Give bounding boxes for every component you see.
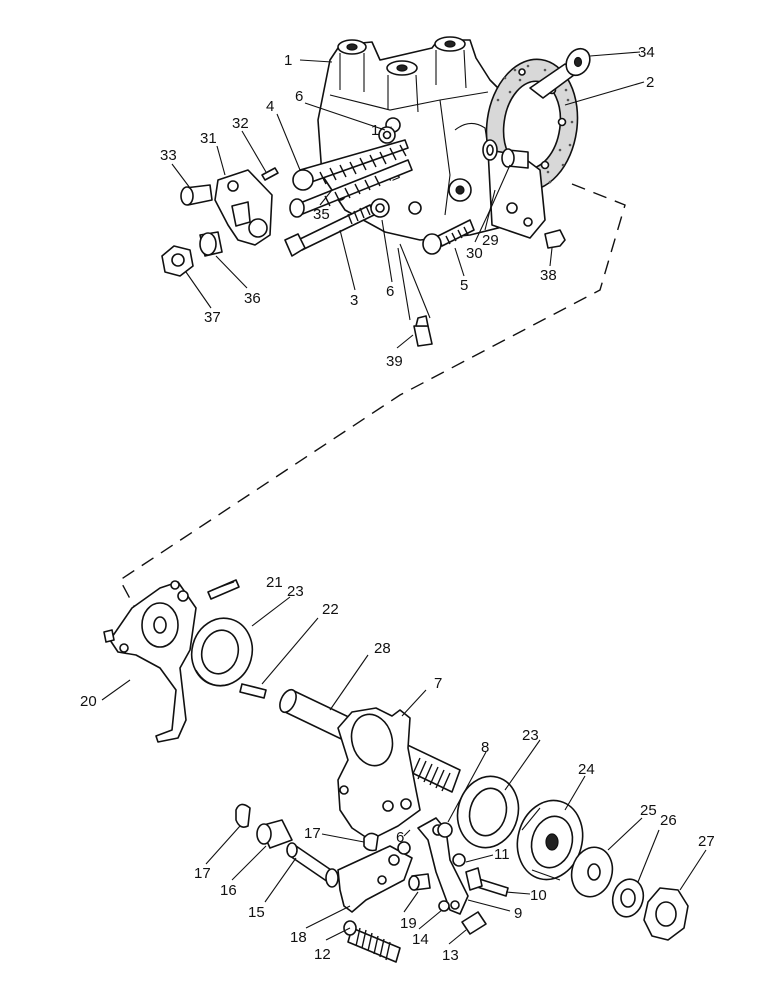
- callout-6: 6: [396, 829, 404, 846]
- lever-31: [214, 169, 273, 246]
- callout-6: 6: [295, 88, 303, 105]
- callout-16: 16: [220, 882, 237, 899]
- washer-14: [438, 900, 450, 912]
- callout-36: 36: [244, 290, 261, 307]
- callout-29: 29: [482, 232, 499, 249]
- bolt-10: [465, 867, 509, 897]
- callout-28: 28: [374, 640, 391, 657]
- callout-17: 17: [304, 825, 321, 842]
- callout-23: 23: [522, 727, 539, 744]
- clip-17: [235, 803, 251, 828]
- callout-25: 25: [640, 802, 657, 819]
- callout-11: 11: [494, 846, 510, 863]
- flange-hole: [506, 202, 518, 214]
- callout-34: 34: [638, 44, 655, 61]
- washer-8: [437, 822, 453, 838]
- callout-30: 30: [466, 245, 483, 262]
- callout-18: 18: [290, 929, 307, 946]
- bolt-13: [461, 911, 487, 935]
- upper-leaders: [171, 51, 645, 349]
- washer-25: [570, 846, 614, 898]
- callout-12: 12: [314, 946, 331, 963]
- spacer-36: [199, 231, 223, 257]
- callout-9: 9: [514, 905, 522, 922]
- bolt-5: [422, 219, 475, 255]
- rod-4: [289, 159, 413, 218]
- bearing-24: [516, 799, 584, 881]
- callout-4: 4: [266, 98, 274, 115]
- washer-11: [452, 853, 466, 867]
- callout-2: 2: [646, 74, 654, 91]
- pin-21: [207, 579, 240, 600]
- callout-23: 23: [287, 583, 304, 600]
- callout-8: 8: [481, 739, 489, 756]
- callout-17: 17: [194, 865, 211, 882]
- callout-26: 26: [660, 812, 677, 829]
- pin-19: [408, 873, 431, 891]
- callout-21: 21: [266, 574, 283, 591]
- spring-12: [343, 920, 401, 963]
- clip-17: [363, 832, 379, 852]
- pin-33: [180, 184, 213, 206]
- bolt-3: [284, 204, 375, 257]
- callout-10: 10: [530, 887, 547, 904]
- grease-fitting-39: [413, 315, 433, 347]
- callout-37: 37: [204, 309, 221, 326]
- callout-3: 3: [350, 292, 358, 309]
- callout-39: 39: [386, 353, 403, 370]
- callout-14: 14: [412, 931, 429, 948]
- pin-32: [261, 167, 279, 181]
- callout-35: 35: [313, 206, 330, 223]
- pin-22: [239, 683, 267, 699]
- seal-23: [456, 775, 520, 849]
- bushing-16: [256, 819, 293, 849]
- plug-34: [529, 47, 591, 99]
- washer-26: [611, 878, 645, 918]
- plug-38: [544, 229, 566, 249]
- pin-15: [286, 842, 339, 888]
- callout-27: 27: [698, 833, 715, 850]
- callout-1: 1: [284, 52, 292, 69]
- callout-32: 32: [232, 115, 249, 132]
- seal-23: [190, 617, 254, 687]
- callout-19: 19: [400, 915, 417, 932]
- nut-4: [292, 169, 314, 191]
- callout-24: 24: [578, 761, 595, 778]
- callout-5: 5: [460, 277, 468, 294]
- callout-15: 15: [248, 904, 265, 921]
- callout-33: 33: [160, 147, 177, 164]
- callout-7: 7: [434, 675, 442, 692]
- flange-hole: [523, 217, 533, 227]
- stud-30: [482, 139, 529, 169]
- callout-38: 38: [540, 267, 557, 284]
- callout-20: 20: [80, 693, 97, 710]
- plate-7: [337, 707, 421, 841]
- nut-37: [161, 245, 194, 277]
- callout-13: 13: [442, 947, 459, 964]
- arm-18: [337, 841, 413, 913]
- callout-22: 22: [322, 601, 339, 618]
- callout-labels: 1 2 3 4 5 6 6 6 7 8 9 10 11 12 13 14 15 …: [80, 44, 715, 964]
- callout-31: 31: [200, 130, 217, 147]
- lower-leaders: [101, 581, 707, 945]
- nut-27: [643, 887, 689, 941]
- bracket-20: [103, 580, 197, 743]
- callout-6: 6: [386, 283, 394, 300]
- alignment-dashed-line: [119, 183, 626, 609]
